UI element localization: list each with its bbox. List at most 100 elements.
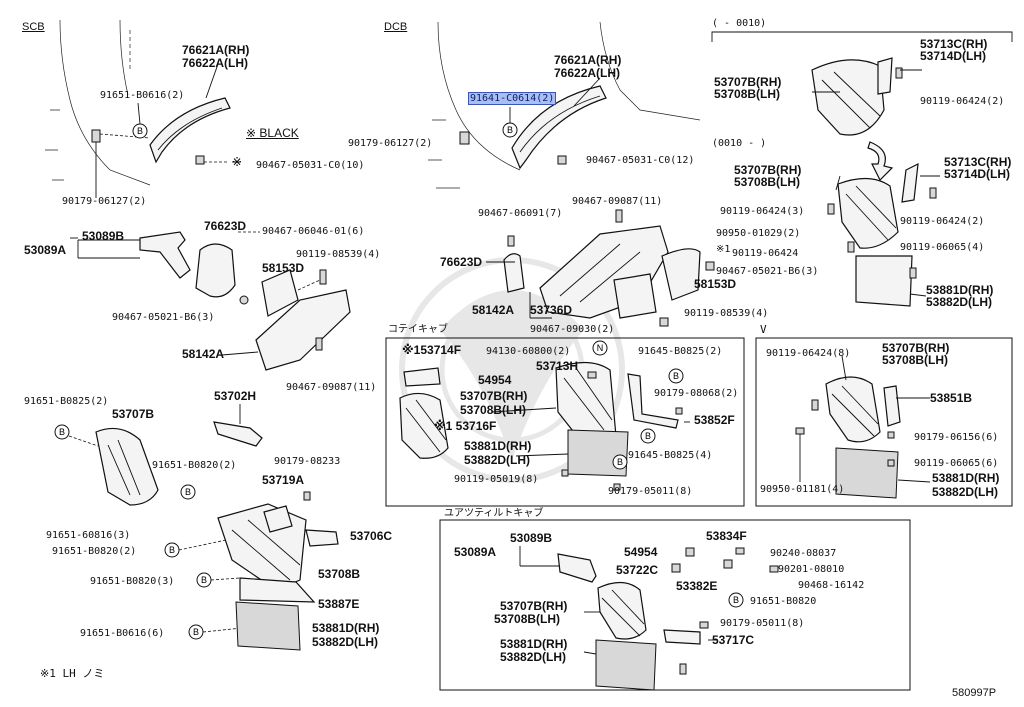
part-label[interactable]: 90179-06127(2) [62, 196, 147, 207]
part-label[interactable]: 91651-B0825(2) [24, 396, 109, 407]
part-label[interactable]: 53708B(LH) [882, 353, 949, 367]
part-label[interactable]: 53714D(LH) [920, 49, 987, 63]
part-label[interactable]: 90119-06424(2) [920, 96, 1005, 107]
part-label[interactable]: 53708B(LH) [734, 175, 801, 189]
part-label[interactable]: 53707B(RH) [714, 75, 782, 89]
part-label[interactable]: 90240-08037 [770, 548, 837, 559]
part-label[interactable]: 53882D(LH) [932, 485, 999, 499]
part-label[interactable]: 53834F [706, 529, 747, 543]
part-label[interactable]: 53882D(LH) [926, 295, 993, 309]
part-label[interactable]: 58142A [182, 347, 225, 361]
part-label[interactable]: 90201-08010 [778, 564, 845, 575]
part-label[interactable]: 53707B [112, 407, 155, 421]
part-label[interactable]: 53882D(LH) [500, 650, 567, 664]
part-label[interactable]: 76621A(RH) [554, 53, 622, 67]
part-label[interactable]: 91651-B0820 [750, 596, 817, 607]
part-label[interactable]: 91651-B0616(6) [80, 628, 165, 639]
part-label[interactable]: 90179-08233 [274, 456, 341, 467]
part-label[interactable]: 53089A [24, 243, 67, 257]
part-label[interactable]: 90179-08068(2) [654, 388, 739, 399]
part-label[interactable]: 53089B [510, 531, 553, 545]
part-label[interactable]: 53713H [536, 359, 579, 373]
part-label[interactable]: 53089A [454, 545, 497, 559]
part-label[interactable]: 90119-06424(2) [900, 216, 985, 227]
part-label[interactable]: 53881D(RH) [926, 283, 994, 297]
part-label[interactable]: 53713C(RH) [944, 155, 1012, 169]
part-label[interactable]: 90119-06424 [732, 248, 799, 259]
part-label[interactable]: 53719A [262, 473, 305, 487]
part-label[interactable]: 90119-06424(3) [720, 206, 805, 217]
part-label[interactable]: 53717C [712, 633, 755, 647]
part-label[interactable]: 53881D(RH) [464, 439, 532, 453]
part-label[interactable]: ※1 53716F [434, 419, 497, 433]
part-label[interactable]: 91651-B0616(2) [100, 90, 185, 101]
part-label[interactable]: 90467-09087(11) [572, 196, 663, 207]
part-label[interactable]: 53707B(RH) [734, 163, 802, 177]
part-label[interactable]: 76622A(LH) [182, 56, 249, 70]
part-label[interactable]: 53852F [694, 413, 735, 427]
part-label[interactable]: 53882D(LH) [464, 453, 531, 467]
part-label[interactable]: ※153714F [402, 343, 462, 357]
part-label[interactable]: 53887E [318, 597, 360, 611]
part-label[interactable]: 91651-B0820(2) [52, 546, 137, 557]
part-label[interactable]: 90468-16142 [798, 580, 865, 591]
part-label[interactable]: 53881D(RH) [932, 471, 1000, 485]
part-label[interactable]: 94130-60800(2) [486, 346, 571, 357]
part-label[interactable]: 58142A [472, 303, 515, 317]
part-label[interactable]: 91651-60816(3) [46, 530, 131, 541]
part-label[interactable]: 90119-05019(8) [454, 474, 539, 485]
svg-text:B: B [193, 627, 199, 637]
selected-part-label[interactable]: 91641-C0614(2) [468, 92, 557, 105]
part-label[interactable]: 58153D [694, 277, 737, 291]
part-label[interactable]: 90119-08539(4) [296, 249, 381, 260]
part-label[interactable]: 53851B [930, 391, 973, 405]
part-label[interactable]: 76622A(LH) [554, 66, 621, 80]
part-label[interactable]: 54954 [624, 545, 658, 559]
part-label[interactable]: 53707B(RH) [882, 341, 950, 355]
part-label[interactable]: 90179-06127(2) [348, 138, 433, 149]
part-label[interactable]: 90467-09087(11) [286, 382, 377, 393]
part-label[interactable]: 90119-08539(4) [684, 308, 769, 319]
part-label[interactable]: 91651-B0820(3) [90, 576, 175, 587]
part-label[interactable]: 91645-B0825(4) [628, 450, 713, 461]
part-label[interactable]: 90119-06424(8) [766, 348, 851, 359]
part-label[interactable]: 90467-05031-C0(10) [256, 160, 365, 171]
part-label[interactable]: 53707B(RH) [500, 599, 568, 613]
part-label[interactable]: 90179-05011(8) [720, 618, 805, 629]
part-label[interactable]: 53708B [318, 567, 361, 581]
part-label[interactable]: 53382E [676, 579, 718, 593]
part-label[interactable]: 76623D [440, 255, 483, 269]
part-label[interactable]: 90467-09030(2) [530, 324, 615, 335]
part-label[interactable]: 53706C [350, 529, 393, 543]
part-label[interactable]: 58153D [262, 261, 305, 275]
part-label[interactable]: 90179-05011(8) [608, 486, 693, 497]
part-label[interactable]: 54954 [478, 373, 512, 387]
part-label[interactable]: 90950-01181(4) [760, 484, 845, 495]
part-label[interactable]: 53736D [530, 303, 573, 317]
part-label[interactable]: 53708B(LH) [460, 403, 527, 417]
part-label[interactable]: 76623D [204, 219, 247, 233]
part-label[interactable]: 90950-01029(2) [716, 228, 801, 239]
part-label[interactable]: 53708B(LH) [494, 612, 561, 626]
part-label[interactable]: 90467-06091(7) [478, 208, 563, 219]
part-label[interactable]: 90119-06065(4) [900, 242, 985, 253]
part-label[interactable]: 90467-05021-B6(3) [112, 312, 215, 323]
part-label[interactable]: 53713C(RH) [920, 37, 988, 51]
part-label[interactable]: 53881D(RH) [312, 621, 380, 635]
part-label[interactable]: 90467-05031-C0(12) [586, 155, 695, 166]
part-label[interactable]: 91645-B0825(2) [638, 346, 723, 357]
part-label[interactable]: 91651-B0820(2) [152, 460, 237, 471]
part-label[interactable]: 53708B(LH) [714, 87, 781, 101]
part-label[interactable]: 53722C [616, 563, 659, 577]
part-label[interactable]: 90467-05021-B6(3) [716, 266, 819, 277]
part-label[interactable]: 90179-06156(6) [914, 432, 999, 443]
part-label[interactable]: 53089B [82, 229, 125, 243]
part-label[interactable]: 53702H [214, 389, 257, 403]
part-label[interactable]: 90119-06065(6) [914, 458, 999, 469]
part-label[interactable]: 53714D(LH) [944, 167, 1011, 181]
part-label[interactable]: 53882D(LH) [312, 635, 379, 649]
part-label[interactable]: 90467-06046-01(6) [262, 226, 365, 237]
part-label[interactable]: 76621A(RH) [182, 43, 250, 57]
part-label[interactable]: 53707B(RH) [460, 389, 528, 403]
part-label[interactable]: 53881D(RH) [500, 637, 568, 651]
